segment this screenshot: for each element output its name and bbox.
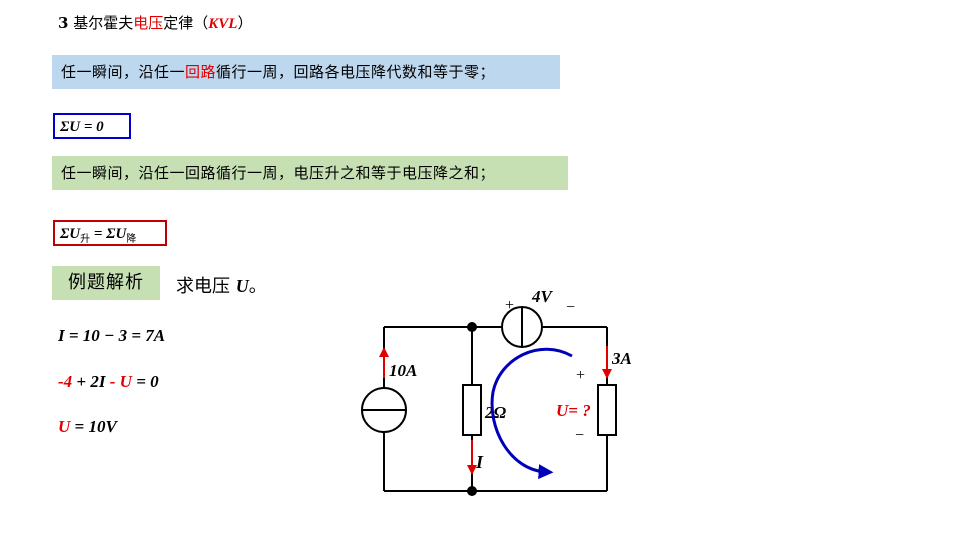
node-bottom xyxy=(467,486,477,496)
resistor-label: 2Ω xyxy=(484,403,507,422)
solution-line-3: U = 10V xyxy=(58,417,117,437)
title-suffix: 定律（ xyxy=(163,14,209,32)
solution-line-2: -4 + 2I - U = 0 xyxy=(58,372,159,392)
voltage-source-minus: − xyxy=(566,299,575,316)
rule1-part1: 任一瞬间，沿任一 xyxy=(61,63,186,81)
sol2-d: = 0 xyxy=(131,372,159,391)
question-prefix: 求电压 xyxy=(176,276,236,297)
sol3-a: U xyxy=(58,417,71,436)
eq2-lhs-sub: 升 xyxy=(80,234,91,245)
kvl-equation-sum-zero: ΣU = 0 xyxy=(53,113,131,139)
circuit-diagram: 10A 4V + − 2Ω I 3A U= ? + − xyxy=(361,287,632,496)
unknown-voltage-label: U= ? xyxy=(556,401,591,420)
question-var: U xyxy=(235,276,249,296)
eq2-lhs: ΣU xyxy=(60,226,81,242)
current-3a-label: 3A xyxy=(611,349,632,368)
kvl-rule-drop: 任一瞬间，沿任一回路循行一周，回路各电压降代数和等于零； xyxy=(52,55,560,89)
node-top xyxy=(467,322,477,332)
kvl-equation-rise-drop: ΣU升 = ΣU降 xyxy=(53,220,167,246)
sol2-a: -4 xyxy=(58,372,73,391)
solution-line-1: I = 10 − 3 = 7A xyxy=(58,326,166,345)
resistor-right xyxy=(597,384,617,436)
eq2-mid: = ΣU xyxy=(90,226,127,242)
example-tag: 例题解析 xyxy=(52,266,160,300)
title-highlight: 电压 xyxy=(133,14,164,32)
voltage-source-4v xyxy=(501,306,543,348)
kvl-rule-rise-drop: 任一瞬间，沿任一回路循行一周，电压升之和等于电压降之和； xyxy=(52,156,568,190)
title-close: ） xyxy=(237,14,253,32)
unknown-minus: − xyxy=(575,427,584,444)
loop-direction-arrow xyxy=(490,347,573,480)
sol2-c: - U xyxy=(109,372,132,391)
eq2-rhs-sub: 降 xyxy=(126,234,137,245)
sol2-b: + 2I xyxy=(72,372,110,391)
rule1-highlight: 回路 xyxy=(185,63,217,81)
slide-title: 3 基尔霍夫电压定律（KVL） xyxy=(58,12,252,33)
sol3-b: = 10V xyxy=(70,417,117,436)
current-i-label: I xyxy=(475,452,484,472)
resistor-2ohm xyxy=(462,384,482,436)
example-question: 求电压 U。 xyxy=(176,272,267,298)
question-suffix: 。 xyxy=(248,276,267,297)
title-prefix: 基尔霍夫 xyxy=(73,14,134,32)
rule1-part2: 循行一周，回路各电压降代数和等于零； xyxy=(216,63,496,81)
current-source-label: 10A xyxy=(389,361,417,380)
unknown-plus: + xyxy=(576,367,585,384)
current-source-10a xyxy=(361,387,407,433)
voltage-source-plus: + xyxy=(505,297,514,314)
title-abbr: KVL xyxy=(208,16,238,32)
section-number: 3 xyxy=(58,14,69,32)
voltage-source-label: 4V xyxy=(531,287,554,306)
